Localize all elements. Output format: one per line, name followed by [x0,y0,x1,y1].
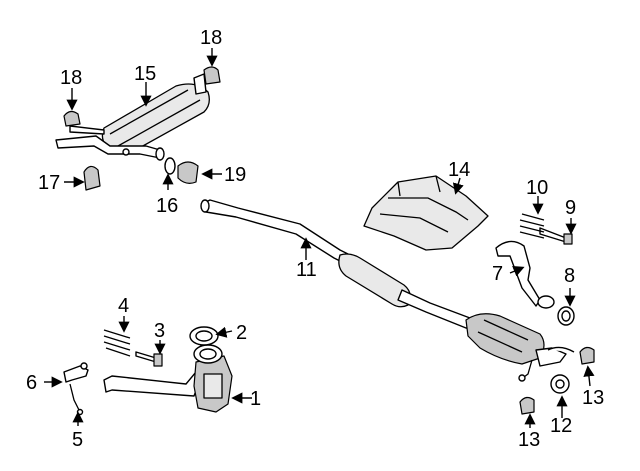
callout-12: 12 [550,415,572,437]
callout-8: 8 [564,265,575,287]
callout-14: 14 [448,159,470,181]
callout-labels: 1 2 3 4 5 6 7 8 9 10 11 12 13 13 14 15 1… [26,27,604,451]
callout-11: 11 [296,259,317,281]
bracket-5-part [69,383,84,416]
mount-13-parts [519,346,595,415]
callout-7: 7 [492,263,503,285]
gasket-16-part [164,157,176,175]
gasket-12-part [550,374,570,394]
callout-2: 2 [236,322,247,344]
front-converter-part [103,344,233,413]
intermediate-pipe-part [200,199,477,329]
bolt-9-part [539,227,573,245]
bolt-3-part [135,351,163,367]
callout-18b: 18 [200,27,222,49]
front-pipe-7-part [495,240,555,309]
mount-18-parts [63,66,221,127]
callout-5: 5 [72,429,83,451]
callout-6: 6 [26,372,37,394]
callout-3: 3 [154,320,165,342]
callout-4: 4 [118,295,129,317]
callout-19: 19 [224,164,246,186]
rear-converter-part [465,313,575,382]
gasket-8-part [557,306,575,326]
clamp-19-part [177,161,199,184]
callout-13a: 13 [582,387,604,409]
gasket-2-part [189,326,219,346]
callout-1: 1 [250,388,261,410]
callout-13b: 13 [518,429,540,451]
callout-10: 10 [526,177,548,199]
callout-18a: 18 [60,67,82,89]
callout-15: 15 [134,63,156,85]
heat-shield-part [363,175,489,251]
hanger-17-part [83,165,101,191]
callout-arrows [44,48,595,428]
callout-9: 9 [565,197,576,219]
spring-4-part [103,329,131,357]
muffler-part [55,73,210,161]
spring-10-part [519,213,545,239]
bracket-6-part [63,362,89,383]
callout-16: 16 [156,195,178,217]
callout-17: 17 [38,172,60,194]
